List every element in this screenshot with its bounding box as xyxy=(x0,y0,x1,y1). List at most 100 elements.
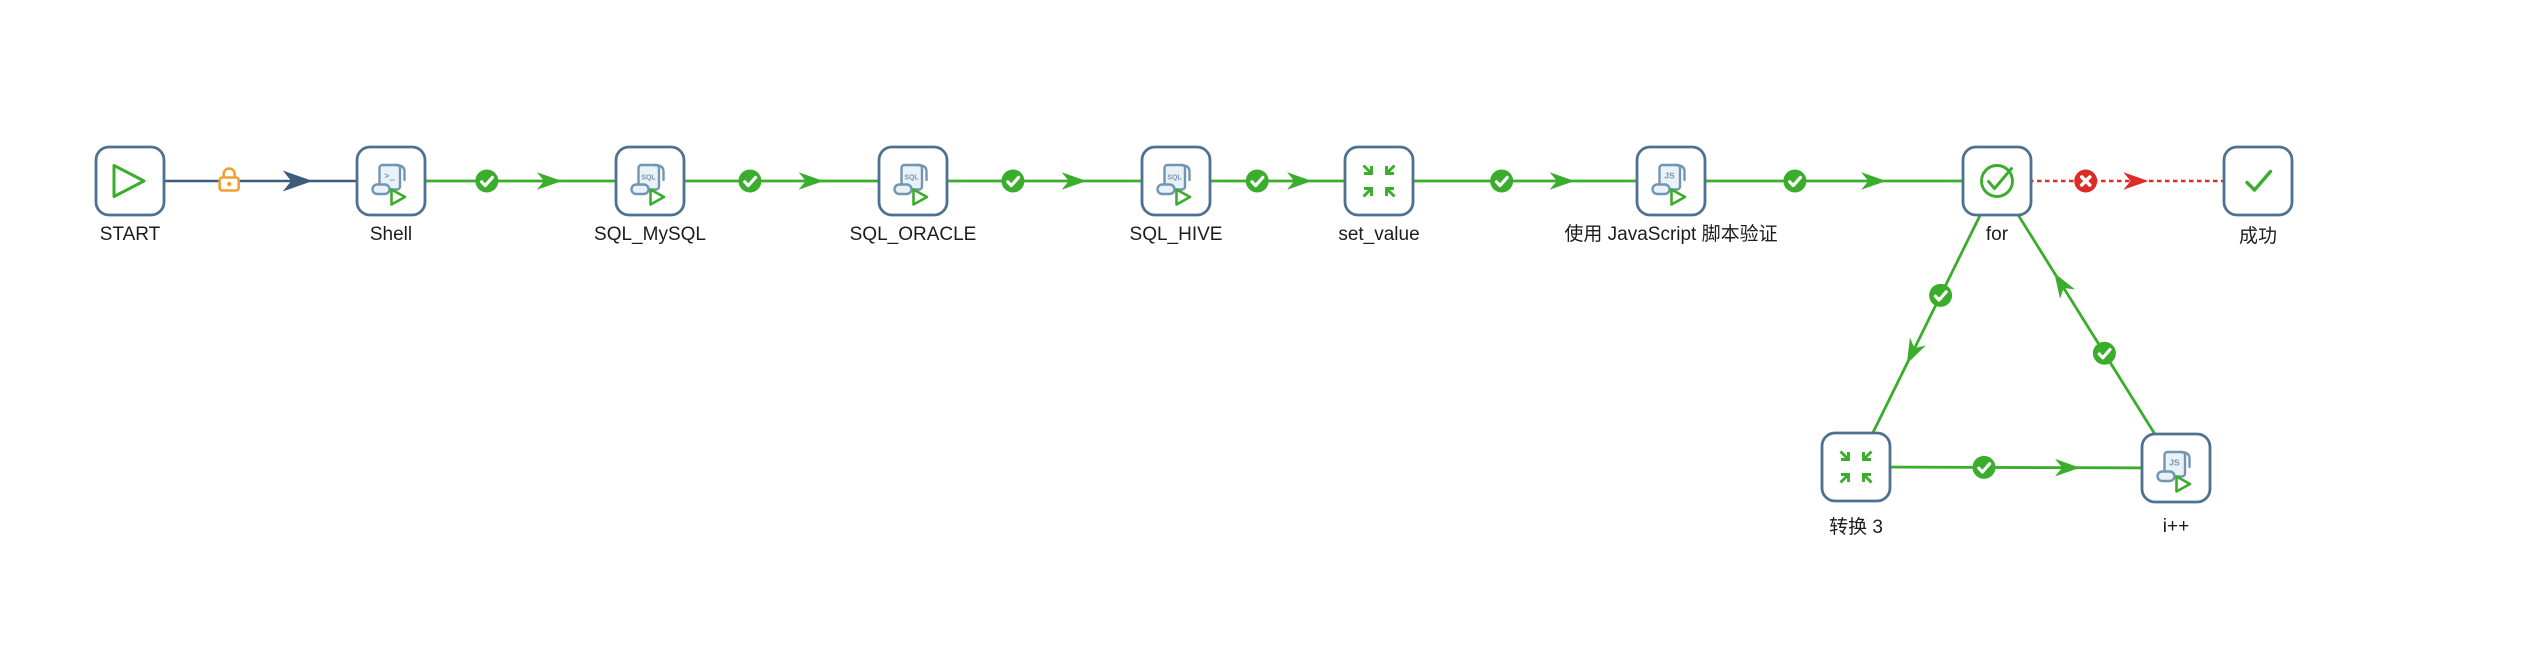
edge-arrowhead-icon xyxy=(1906,337,1926,365)
badge-circle xyxy=(1245,169,1269,193)
scroll-roll xyxy=(630,183,650,196)
shell-glyph-text: >_ xyxy=(384,172,395,182)
mini-play-icon xyxy=(912,188,929,206)
edges-layer xyxy=(130,179,2258,470)
converge-arrow-head xyxy=(1385,166,1394,175)
mini-play-icon xyxy=(1175,188,1192,206)
success-badge-icon[interactable] xyxy=(1001,169,1025,193)
success-badge-icon[interactable] xyxy=(1972,455,1996,479)
converge-arrow-head xyxy=(1841,452,1850,461)
success-badge-icon[interactable] xyxy=(738,169,762,193)
badge-circle xyxy=(475,169,499,193)
scroll-roll xyxy=(1156,183,1176,196)
node-label: SQL_MySQL xyxy=(594,224,706,245)
node-label: 转换 3 xyxy=(1829,516,1883,538)
edge-for-transform3[interactable] xyxy=(1854,180,1999,468)
node-ipp[interactable]: JS xyxy=(2140,432,2212,504)
sql-script-icon: SQL xyxy=(893,163,929,206)
converge-arrow-head xyxy=(1862,473,1871,482)
eval-circle xyxy=(1980,164,2014,198)
edge-arrowhead-icon xyxy=(2054,458,2080,477)
lock-shackle xyxy=(222,167,236,178)
scroll-curl xyxy=(915,163,928,182)
node-label: START xyxy=(100,224,161,245)
node-box xyxy=(1343,145,1415,217)
node-box xyxy=(94,145,166,217)
badge-circle xyxy=(1001,169,1025,193)
mini-play-icon xyxy=(1670,188,1687,206)
scroll-curl xyxy=(393,163,406,182)
success-badge-icon[interactable] xyxy=(1245,169,1269,193)
badge-circle xyxy=(1783,169,1807,193)
node-label: i++ xyxy=(2163,516,2189,537)
node-label: SQL_HIVE xyxy=(1130,224,1223,245)
edge-arrowhead-icon xyxy=(1861,172,1887,190)
badge-check-glyph xyxy=(480,175,495,188)
node-label: for xyxy=(1986,224,2009,245)
transform-icon xyxy=(1362,164,1396,198)
badge-circle xyxy=(2092,341,2116,365)
scroll-curl xyxy=(1673,163,1686,182)
scroll-roll xyxy=(1651,183,1671,196)
badge-check-glyph xyxy=(1788,175,1803,188)
edge-arrowhead-icon xyxy=(536,172,562,190)
error-badge-icon[interactable] xyxy=(2074,169,2098,193)
play-glyph xyxy=(112,164,146,198)
node-sql_oracle[interactable]: SQL xyxy=(877,145,949,217)
edge-transform3-ipp[interactable] xyxy=(1855,465,2177,470)
edge-ipp-for[interactable] xyxy=(1995,180,2178,469)
sql-glyph-text: SQL xyxy=(641,175,656,182)
success-badge-icon[interactable] xyxy=(1490,169,1514,193)
badge-circle xyxy=(738,169,762,193)
success-check xyxy=(2245,169,2273,192)
node-set_value[interactable] xyxy=(1343,145,1415,217)
badge-circle xyxy=(1972,455,1996,479)
node-for[interactable] xyxy=(1961,145,2033,217)
sql-glyph-text: SQL xyxy=(904,175,919,182)
node-success[interactable] xyxy=(2222,145,2294,217)
node-label: 使用 JavaScript 脚本验证 xyxy=(1564,223,1777,245)
lock-keyhole xyxy=(226,181,232,187)
lock-icon[interactable] xyxy=(218,167,240,192)
scroll-curl xyxy=(1178,163,1191,182)
converge-arrow-head xyxy=(1385,187,1394,196)
converge-arrow-head xyxy=(1364,166,1373,175)
edge-arrowhead-icon xyxy=(798,172,824,190)
play-icon xyxy=(112,164,146,198)
node-transform3[interactable] xyxy=(1820,431,1892,503)
node-sql_mysql[interactable]: SQL xyxy=(614,145,686,217)
success-badge-icon[interactable] xyxy=(1783,169,1807,193)
check-circle-icon xyxy=(1980,164,2014,198)
badge-circle xyxy=(1929,283,1953,307)
edge-arrowhead-icon xyxy=(1549,172,1575,190)
success-badge-icon[interactable] xyxy=(1929,283,1953,307)
edge-arrowhead-icon xyxy=(1287,172,1313,190)
node-label: set_value xyxy=(1338,224,1419,245)
node-start[interactable] xyxy=(94,145,166,217)
scroll-curl xyxy=(2178,450,2191,469)
success-badge-icon[interactable] xyxy=(2092,341,2116,365)
badge-check-glyph xyxy=(1933,290,1948,302)
node-shell[interactable]: >_ xyxy=(355,145,427,217)
transform-icon xyxy=(1839,450,1873,484)
converge-arrow-head xyxy=(1364,187,1373,196)
scroll-curl xyxy=(652,163,665,182)
badge-check-glyph xyxy=(1977,462,1992,474)
nodes-layer: >_ SQL SQL SQL JS JS xyxy=(94,145,2294,504)
js-script-icon: JS xyxy=(2156,450,2192,493)
scroll-roll xyxy=(2156,470,2176,483)
sql-glyph-text: SQL xyxy=(1167,175,1182,182)
node-sql_hive[interactable]: SQL xyxy=(1140,145,1212,217)
eval-check xyxy=(1987,167,2013,190)
node-box xyxy=(1961,145,2033,217)
js-glyph-text: JS xyxy=(1664,171,1675,181)
node-label: 成功 xyxy=(2239,225,2277,247)
scroll-roll xyxy=(371,183,391,196)
success-badge-icon[interactable] xyxy=(475,169,499,193)
shell-script-icon: >_ xyxy=(371,163,407,206)
node-js_validate[interactable]: JS xyxy=(1635,145,1707,217)
sql-script-icon: SQL xyxy=(1156,163,1192,206)
